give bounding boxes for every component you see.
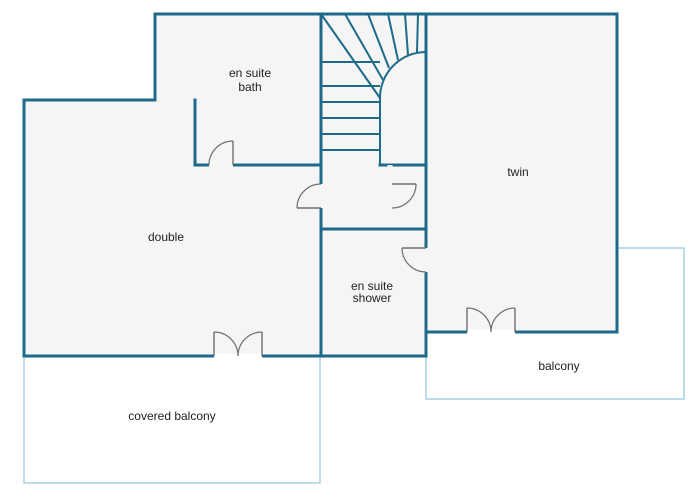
bath-door bbox=[208, 140, 234, 168]
shower-door bbox=[401, 247, 429, 273]
label-covered-balcony: covered balcony bbox=[128, 409, 215, 423]
label-en-suite-bath: en suite bbox=[229, 66, 271, 80]
twin-room-door bbox=[387, 165, 417, 209]
balcony-double-door bbox=[466, 307, 516, 335]
label-en-suite-shower-2: shower bbox=[353, 291, 392, 305]
walls bbox=[22, 12, 619, 358]
staircase bbox=[320, 13, 427, 165]
label-en-suite-shower: en suite bbox=[351, 279, 393, 293]
label-balcony: balcony bbox=[538, 359, 579, 373]
label-twin: twin bbox=[507, 165, 528, 179]
covered-balcony-double-door bbox=[213, 331, 263, 359]
label-double: double bbox=[148, 230, 184, 244]
double-room-door bbox=[296, 183, 324, 209]
label-en-suite-bath-2: bath bbox=[238, 80, 261, 94]
